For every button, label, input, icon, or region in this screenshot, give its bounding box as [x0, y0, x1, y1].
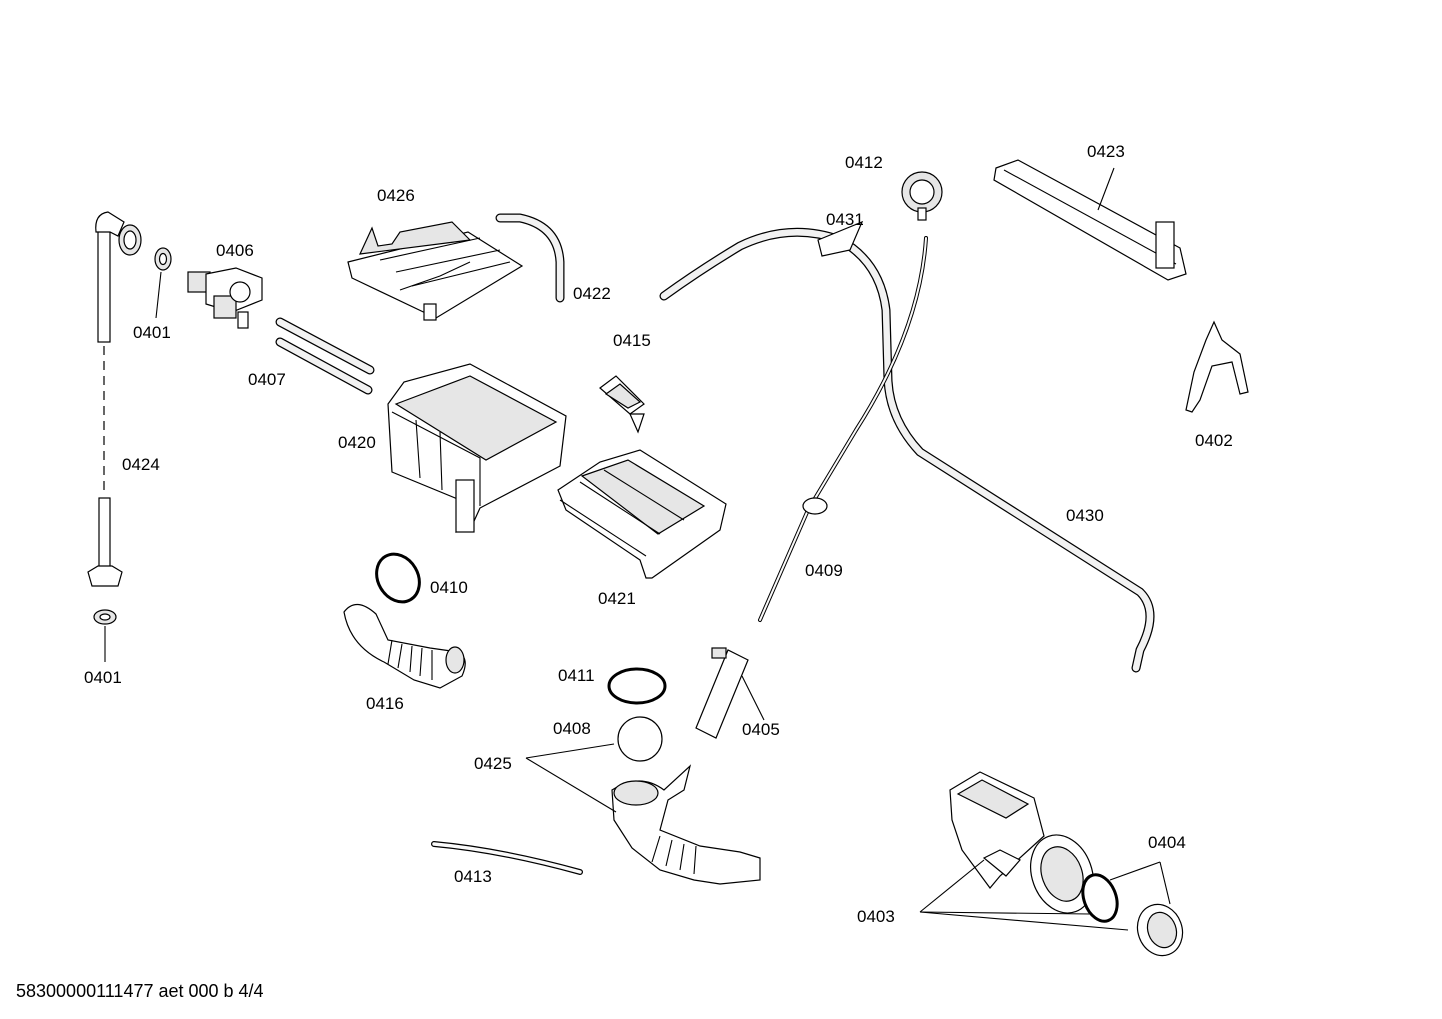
pressure-hose-0431-drawing[interactable]: [659, 220, 1155, 673]
part-label-0416[interactable]: 0416: [366, 694, 404, 713]
part-label-0421[interactable]: 0421: [598, 589, 636, 608]
part-label-0423[interactable]: 0423: [1087, 142, 1125, 161]
filter-0404-drawing[interactable]: [1077, 861, 1190, 962]
part-label-0411[interactable]: 0411: [558, 666, 595, 685]
drawing-code: 58300000111477 aet 000 b 4/4: [16, 981, 264, 1001]
washer-0401-bottom-drawing[interactable]: [93, 609, 117, 662]
part-label-0420[interactable]: 0420: [338, 433, 376, 452]
hose-0424-drawing[interactable]: [87, 211, 142, 587]
part-label-0401-top[interactable]: 0401: [133, 323, 171, 342]
dispenser-top-0426-drawing[interactable]: [347, 221, 524, 321]
part-label-0412[interactable]: 0412: [845, 153, 883, 172]
part-label-0406[interactable]: 0406: [216, 241, 254, 260]
part-label-0431[interactable]: 0431: [826, 210, 864, 229]
part-label-0407[interactable]: 0407: [248, 370, 286, 389]
part-label-0401-bottom[interactable]: 0401: [84, 668, 122, 687]
detergent-drawer-0421-drawing[interactable]: [557, 449, 727, 579]
pump-0403-drawing[interactable]: [919, 771, 1129, 931]
hose-0413-drawing[interactable]: [431, 841, 583, 875]
ball-0408-drawing[interactable]: [617, 716, 663, 762]
part-label-0408[interactable]: 0408: [553, 719, 591, 738]
part-label-0409[interactable]: 0409: [805, 561, 843, 580]
sump-hose-0425-drawing[interactable]: [525, 743, 761, 885]
tube-0409-drawing[interactable]: [758, 236, 928, 622]
sensor-0405-drawing[interactable]: [695, 647, 765, 739]
bellows-hose-0416-drawing[interactable]: [343, 603, 466, 689]
part-label-0410[interactable]: 0410: [430, 578, 468, 597]
valve-0406-drawing[interactable]: [187, 267, 263, 329]
part-label-0422[interactable]: 0422: [573, 284, 611, 303]
bracket-0402-drawing[interactable]: [1185, 320, 1249, 413]
part-label-0402[interactable]: 0402: [1195, 431, 1233, 450]
part-label-0415[interactable]: 0415: [613, 331, 651, 350]
washer-0401-top-drawing[interactable]: [154, 247, 172, 319]
part-label-0404[interactable]: 0404: [1148, 833, 1186, 852]
part-label-0430[interactable]: 0430: [1066, 506, 1104, 525]
rail-0423-drawing[interactable]: [993, 159, 1187, 281]
part-label-0413[interactable]: 0413: [454, 867, 492, 886]
dispenser-housing-0420-drawing[interactable]: [387, 363, 567, 533]
seal-ring-0411-drawing[interactable]: [607, 667, 667, 705]
tubes-0407-drawing[interactable]: [275, 317, 375, 395]
part-label-0424[interactable]: 0424: [122, 455, 160, 474]
pressure-switch-0412-drawing[interactable]: [901, 171, 943, 221]
part-label-0425[interactable]: 0425: [474, 754, 512, 773]
part-label-0405[interactable]: 0405: [742, 720, 780, 739]
part-label-0403[interactable]: 0403: [857, 907, 895, 926]
clip-0415-drawing[interactable]: [599, 375, 645, 434]
hose-0422-drawing[interactable]: [495, 213, 565, 303]
part-label-0426[interactable]: 0426: [377, 186, 415, 205]
seal-ring-0410-drawing[interactable]: [368, 546, 428, 609]
